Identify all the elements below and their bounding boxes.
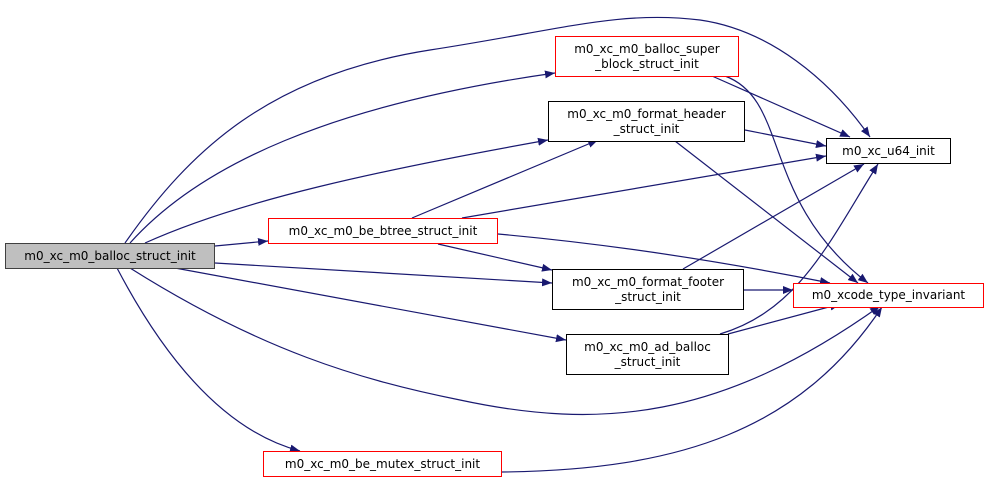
- node-label: m0_xc_m0_ad_balloc _struct_init: [584, 339, 711, 369]
- edge-footer-to-u64: [682, 163, 865, 270]
- node-format-footer-struct-init[interactable]: m0_xc_m0_format_footer _struct_init: [552, 269, 744, 310]
- edge-root-to-footer: [214, 262, 553, 287]
- edge-root-to-invariant: [129, 267, 881, 416]
- node-label: m0_xcode_type_invariant: [811, 288, 966, 302]
- node-format-header-struct-init[interactable]: m0_xc_m0_format_header _struct_init: [548, 101, 745, 142]
- node-label: m0_xc_m0_balloc_super _block_struct_init: [574, 41, 720, 71]
- edge-root-to-header: [144, 137, 549, 244]
- node-label: m0_xc_m0_be_mutex_struct_init: [284, 456, 481, 471]
- node-label: m0_xc_m0_format_footer _struct_init: [571, 274, 725, 304]
- edge-adballoc-to-u64: [719, 163, 879, 335]
- edge-adballoc-to-invariant: [727, 302, 841, 335]
- edge-super-to-u64: [711, 75, 851, 138]
- edge-btree-to-header: [411, 139, 599, 219]
- edge-root-to-super: [129, 70, 556, 244]
- node-label: m0_xc_m0_balloc_struct_init: [24, 248, 196, 263]
- edge-btree-to-footer: [437, 243, 553, 272]
- edge-btree-to-invariant: [497, 233, 831, 285]
- node-u64-init[interactable]: m0_xc_u64_init: [826, 138, 951, 164]
- edge-root-to-btree: [214, 237, 269, 247]
- edge-btree-to-u64: [461, 153, 827, 219]
- node-label: m0_xc_m0_be_btree_struct_init: [288, 223, 478, 238]
- edge-mutex-to-invariant: [501, 306, 883, 473]
- node-be-btree-struct-init[interactable]: m0_xc_m0_be_btree_struct_init: [268, 218, 498, 244]
- edge-header-to-invariant: [674, 140, 859, 284]
- node-ad-balloc-struct-init[interactable]: m0_xc_m0_ad_balloc _struct_init: [566, 334, 729, 375]
- edge-header-to-u64: [744, 129, 827, 148]
- edge-root-to-u64: [124, 16, 871, 244]
- node-be-mutex-struct-init[interactable]: m0_xc_m0_be_mutex_struct_init: [263, 451, 502, 477]
- edge-root-to-adballoc: [174, 267, 567, 343]
- node-xcode-type-invariant[interactable]: m0_xcode_type_invariant: [793, 283, 984, 308]
- node-label: m0_xc_u64_init: [842, 143, 935, 158]
- edge-super-to-invariant: [724, 75, 869, 284]
- node-balloc-super-block-struct-init[interactable]: m0_xc_m0_balloc_super _block_struct_init: [555, 36, 739, 77]
- node-label: m0_xc_m0_format_header _struct_init: [567, 106, 726, 136]
- edge-root-to-mutex: [116, 267, 301, 453]
- node-balloc-struct-init: m0_xc_m0_balloc_struct_init: [5, 243, 215, 269]
